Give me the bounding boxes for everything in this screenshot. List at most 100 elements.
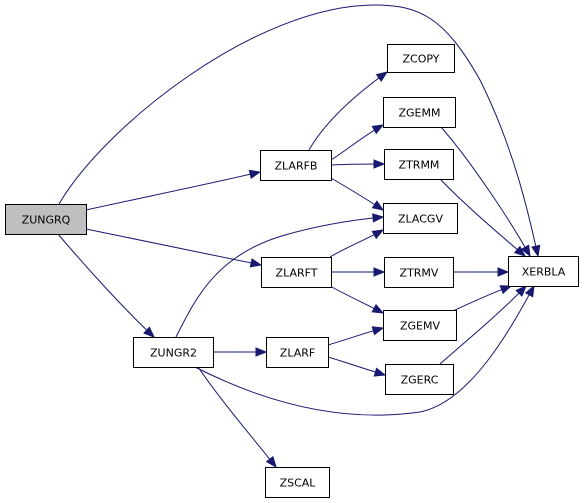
arrowhead-icon [371, 229, 385, 240]
node-box[interactable] [384, 149, 454, 180]
node-label: ZGERC [401, 374, 439, 387]
arrowhead-icon [372, 213, 385, 223]
node-ztrmm[interactable]: ZTRMM [384, 149, 454, 180]
arrowhead-icon [265, 455, 277, 469]
node-ztrmv[interactable]: ZTRMV [384, 257, 454, 288]
node-label: ZSCAL [280, 477, 317, 490]
node-label: ZUNGR2 [150, 347, 197, 360]
edge-zungr2-to-zlacgv [175, 213, 385, 338]
node-label: ZTRMM [399, 159, 440, 172]
arrowhead-icon [513, 245, 527, 257]
node-zscal[interactable]: ZSCAL [265, 467, 330, 498]
node-label: ZGEMV [400, 320, 441, 333]
edge-ztrmm-to-xerbla [439, 178, 527, 257]
edge-line [85, 228, 262, 266]
node-label: ZTRMV [400, 267, 439, 280]
arrowhead-icon [520, 244, 531, 258]
arrowhead-icon [373, 159, 386, 169]
node-box[interactable] [384, 257, 454, 288]
node-label: ZUNGRQ [22, 214, 71, 227]
node-box[interactable] [261, 257, 332, 288]
edge-zlarf-to-zgemv [327, 326, 385, 346]
node-zlacgv[interactable]: ZLACGV [383, 203, 458, 234]
edge-zlarfb-to-zcopy [308, 71, 389, 151]
edge-line [194, 285, 535, 416]
edge-zlarft-to-ztrmv [331, 267, 386, 277]
arrowhead-icon [371, 326, 385, 336]
arrowhead-icon [371, 303, 385, 314]
node-zlarft[interactable]: ZLARFT [261, 257, 332, 288]
arrowhead-icon [375, 71, 389, 82]
edge-zungrq-to-zlarfb [85, 169, 262, 211]
arrowhead-icon [373, 267, 386, 277]
node-label: ZLARFT [276, 267, 318, 280]
node-zlarf[interactable]: ZLARF [266, 337, 329, 368]
edge-zungrq-to-zlarft [85, 228, 263, 268]
node-box[interactable] [508, 256, 579, 287]
node-box[interactable] [266, 337, 329, 368]
arrowhead-icon [248, 169, 262, 180]
edge-zgemm-to-xerbla [440, 126, 531, 258]
edge-zgemv-to-xerbla [452, 285, 513, 312]
edge-line [197, 366, 277, 468]
edge-line [175, 216, 384, 338]
edge-zungrq-to-xerbla [58, 4, 541, 258]
node-zungrq[interactable]: ZUNGRQ [5, 204, 87, 235]
edge-zungr2-to-zlarf [212, 347, 268, 357]
node-zgerc[interactable]: ZGERC [385, 364, 454, 395]
node-box[interactable] [385, 364, 454, 395]
node-box[interactable] [383, 203, 458, 234]
node-box[interactable] [265, 467, 330, 498]
edge-line [308, 71, 388, 151]
arrowhead-icon [249, 258, 263, 268]
nodes-layer: ZUNGRQ XERBLA ZLARFB ZLARFT ZUNGR2 ZCOPY ZGEMM… [5, 44, 579, 498]
node-label: XERBLA [522, 266, 566, 279]
arrowhead-icon [255, 347, 268, 357]
edge-zungrq-to-zungr2 [57, 233, 155, 338]
edge-line [58, 4, 539, 257]
edge-zlarfb-to-ztrmm [330, 159, 386, 169]
node-zlarfb[interactable]: ZLARFB [260, 150, 332, 181]
node-zgemm[interactable]: ZGEMM [383, 97, 456, 128]
node-box[interactable] [383, 310, 457, 341]
edge-line [57, 233, 155, 338]
edge-zlarft-to-zgemv [329, 285, 385, 314]
node-label: ZGEMM [399, 107, 441, 120]
node-box[interactable] [260, 150, 332, 181]
edge-zlarft-to-zlacgv [329, 229, 385, 258]
node-box[interactable] [387, 44, 455, 73]
arrowhead-icon [499, 285, 513, 295]
node-zungr2[interactable]: ZUNGR2 [133, 337, 214, 368]
node-box[interactable] [133, 337, 214, 368]
edge-zungr2-to-zscal [197, 366, 277, 469]
node-box[interactable] [383, 97, 456, 128]
edge-line [85, 171, 261, 211]
node-label: ZLARFB [275, 160, 318, 173]
edges-layer [57, 4, 541, 469]
edge-line [439, 178, 526, 257]
node-label: ZCOPY [403, 53, 440, 66]
edge-zgerc-to-xerbla [439, 285, 527, 365]
arrowhead-icon [143, 326, 155, 338]
node-label: ZLARF [280, 347, 315, 360]
edge-zlarfb-to-zlacgv [330, 177, 385, 211]
edge-ztrmv-to-xerbla [453, 267, 510, 277]
arrowhead-icon [371, 200, 385, 211]
node-xerbla[interactable]: XERBLA [508, 256, 579, 287]
node-label: ZLACGV [398, 213, 443, 226]
node-zcopy[interactable]: ZCOPY [387, 44, 455, 73]
arrowhead-icon [524, 284, 535, 298]
edge-zungr2-to-xerbla [194, 284, 535, 416]
arrowhead-icon [515, 285, 527, 297]
node-box[interactable] [5, 204, 87, 235]
edge-line [439, 285, 527, 365]
edge-zlarf-to-zgerc [327, 356, 387, 377]
arrowhead-icon [497, 267, 510, 277]
arrowhead-icon [531, 244, 541, 258]
edge-line [440, 126, 531, 257]
edge-zlarfb-to-zgemm [330, 124, 385, 161]
arrowhead-icon [371, 124, 385, 135]
arrowhead-icon [373, 367, 387, 377]
node-zgemv[interactable]: ZGEMV [383, 310, 457, 341]
